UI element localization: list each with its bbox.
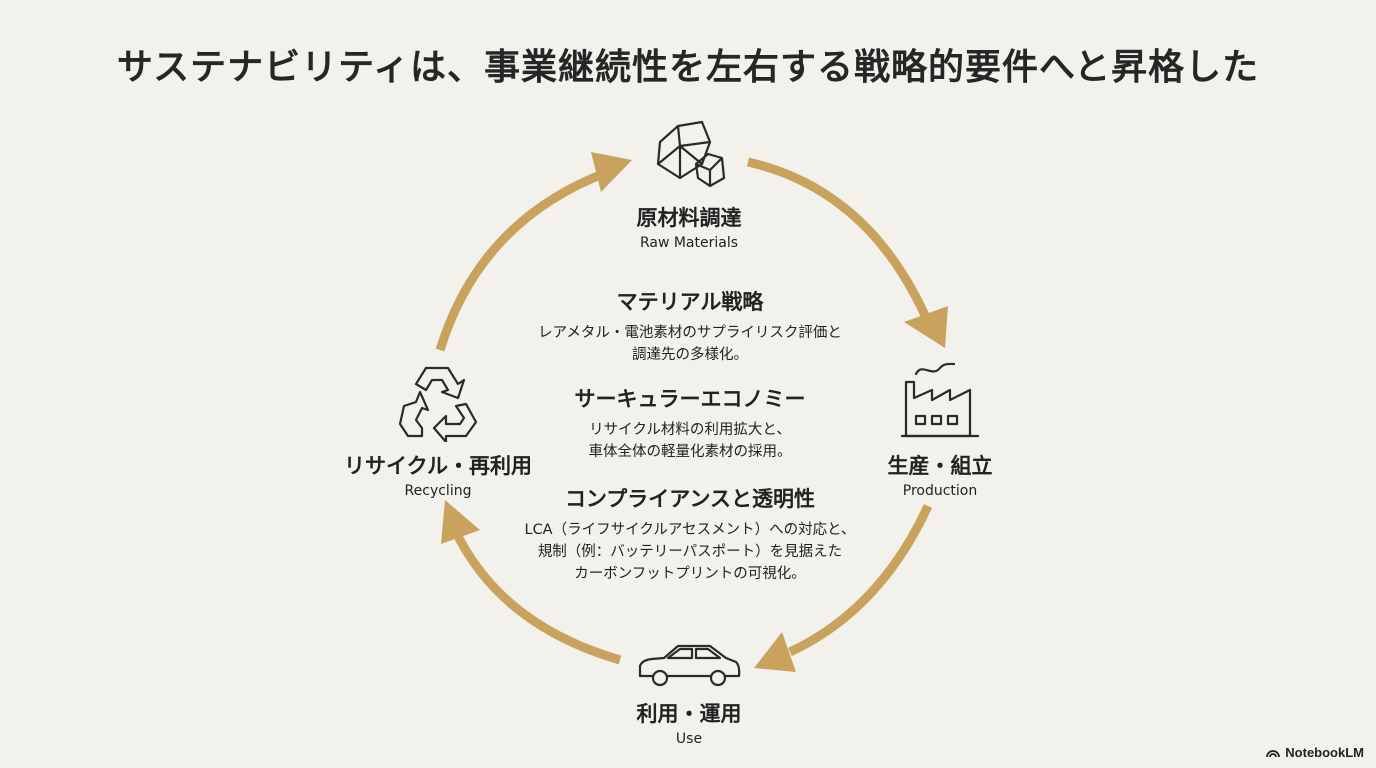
arrow-raw-to-production <box>746 157 933 324</box>
stage-label-en: Recycling <box>404 483 472 499</box>
stage-label-jp: 生産・組立 <box>887 454 993 478</box>
stage-recycling: リサイクル・再利用 Recycling <box>318 450 558 499</box>
stage-label-jp: リサイクル・再利用 <box>344 454 532 478</box>
center-heading: サーキュラーエコノミー <box>574 387 806 411</box>
stage-label-en: Use <box>675 731 703 747</box>
center-heading: マテリアル戦略 <box>616 290 764 314</box>
stage-label-en: Raw Materials <box>639 235 739 251</box>
rocks-icon <box>656 120 726 188</box>
arrow-use-to-recycling <box>450 528 622 665</box>
arrowhead-raw <box>591 152 632 192</box>
stage-use: 利用・運用 Use <box>589 698 789 747</box>
arrowhead-use <box>754 632 796 672</box>
stage-label-jp: 原材料調達 <box>636 206 742 230</box>
car-icon <box>638 644 741 687</box>
stage-label-en: Production <box>902 483 978 499</box>
stage-production: 生産・組立 Production <box>840 450 1040 499</box>
brand-label: NotebookLM <box>1285 745 1364 760</box>
recycle-icon <box>398 366 478 442</box>
arrow-production-to-use <box>788 504 933 657</box>
arrow-recycling-to-raw <box>435 167 610 352</box>
stage-label-jp: 利用・運用 <box>636 702 742 726</box>
brand-watermark: NotebookLM <box>1266 745 1364 760</box>
factory-icon <box>900 362 980 438</box>
center-block-materials: マテリアル戦略 レアメタル・電池素材のサプライリスク評価と 調達先の多様化。 <box>460 286 920 366</box>
center-block-compliance: コンプライアンスと透明性 LCA（ライフサイクルアセスメント）への対応と、 規制… <box>460 483 920 585</box>
center-heading: コンプライアンスと透明性 <box>564 487 816 511</box>
center-text: レアメタル・電池素材のサプライリスク評価と 調達先の多様化。 <box>538 325 842 363</box>
arrowhead-recycling <box>441 500 480 544</box>
center-text: LCA（ライフサイクルアセスメント）への対応と、 規制（例：バッテリーパスポート… <box>524 522 856 582</box>
page-title: サステナビリティは、事業継続性を左右する戦略的要件へと昇格した <box>116 47 1260 88</box>
notebooklm-logo-icon <box>1266 749 1281 757</box>
center-text: リサイクル材料の利用拡大と、 車体全体の軽量化素材の採用。 <box>588 422 792 460</box>
center-block-circular: サーキュラーエコノミー リサイクル材料の利用拡大と、 車体全体の軽量化素材の採用… <box>460 383 920 463</box>
arrowhead-production <box>904 306 948 348</box>
stage-raw-materials: 原材料調達 Raw Materials <box>589 202 789 251</box>
